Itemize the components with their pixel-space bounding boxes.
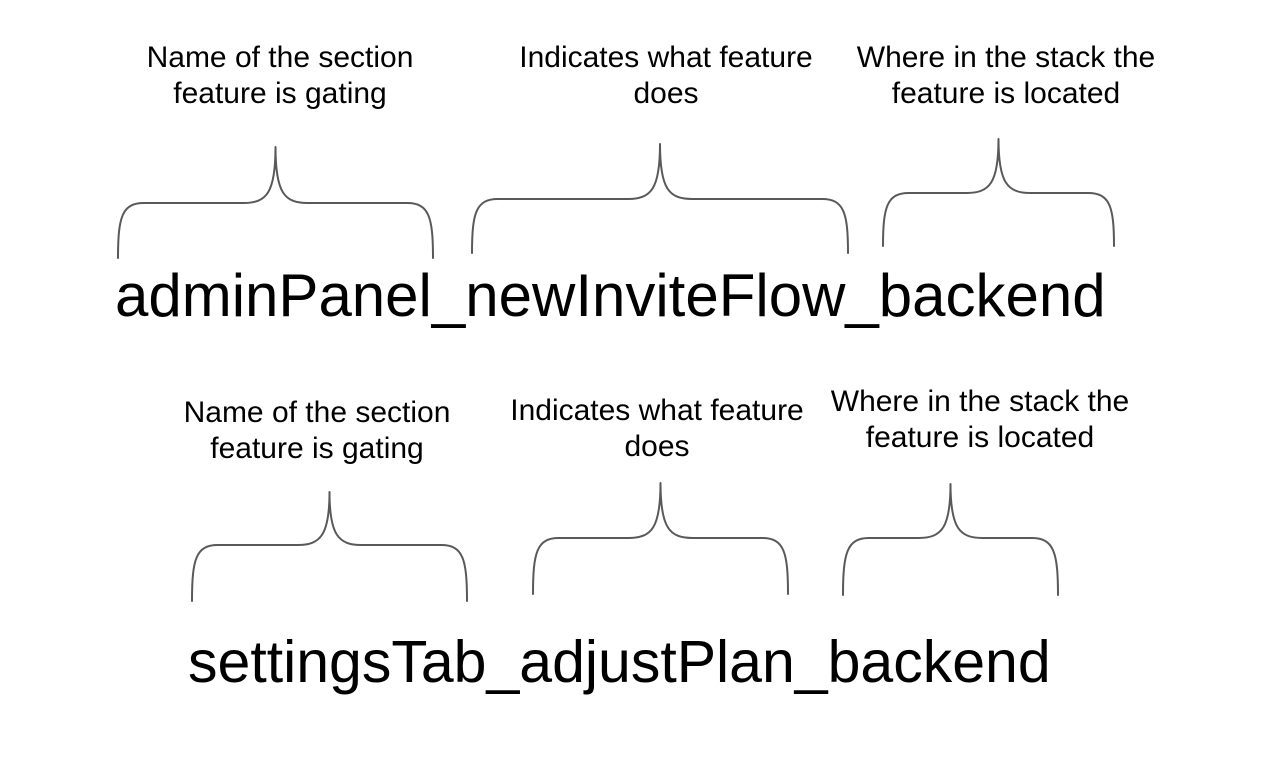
- brace-top-stack-segment: [882, 138, 1115, 247]
- brace-top-feature-segment: [471, 143, 849, 254]
- annotation-line: feature is gating: [210, 432, 424, 465]
- annotation-line: feature is located: [865, 421, 1095, 454]
- annotation-line: does: [633, 77, 699, 110]
- annotation-label-bottom-feature: Indicates what feature does: [477, 393, 837, 465]
- annotation-line: Where in the stack the: [830, 385, 1130, 418]
- feature-flag-name-bottom: settingsTab_adjustPlan_backend: [188, 629, 1051, 695]
- annotation-label-bottom-stack: Where in the stack the feature is locate…: [800, 384, 1160, 456]
- brace-bottom-stack-segment: [842, 483, 1059, 596]
- annotation-line: Where in the stack the: [856, 41, 1156, 74]
- annotation-line: feature is located: [891, 77, 1121, 110]
- feature-flag-name-top: adminPanel_newInviteFlow_backend: [115, 262, 1106, 329]
- annotation-label-bottom-section: Name of the section feature is gating: [137, 395, 497, 467]
- annotation-line: Indicates what feature: [510, 394, 804, 427]
- annotation-line: Indicates what feature: [519, 41, 813, 74]
- brace-top-section-segment: [117, 146, 434, 259]
- annotation-label-top-feature: Indicates what feature does: [486, 40, 846, 112]
- annotation-label-top-stack: Where in the stack the feature is locate…: [826, 40, 1186, 112]
- annotation-line: feature is gating: [173, 77, 387, 110]
- brace-bottom-section-segment: [191, 491, 468, 602]
- annotation-label-top-section: Name of the section feature is gating: [100, 40, 460, 112]
- brace-bottom-feature-segment: [532, 482, 789, 595]
- annotation-line: does: [624, 430, 690, 463]
- annotation-line: Name of the section: [146, 41, 414, 74]
- annotation-line: Name of the section: [183, 396, 451, 429]
